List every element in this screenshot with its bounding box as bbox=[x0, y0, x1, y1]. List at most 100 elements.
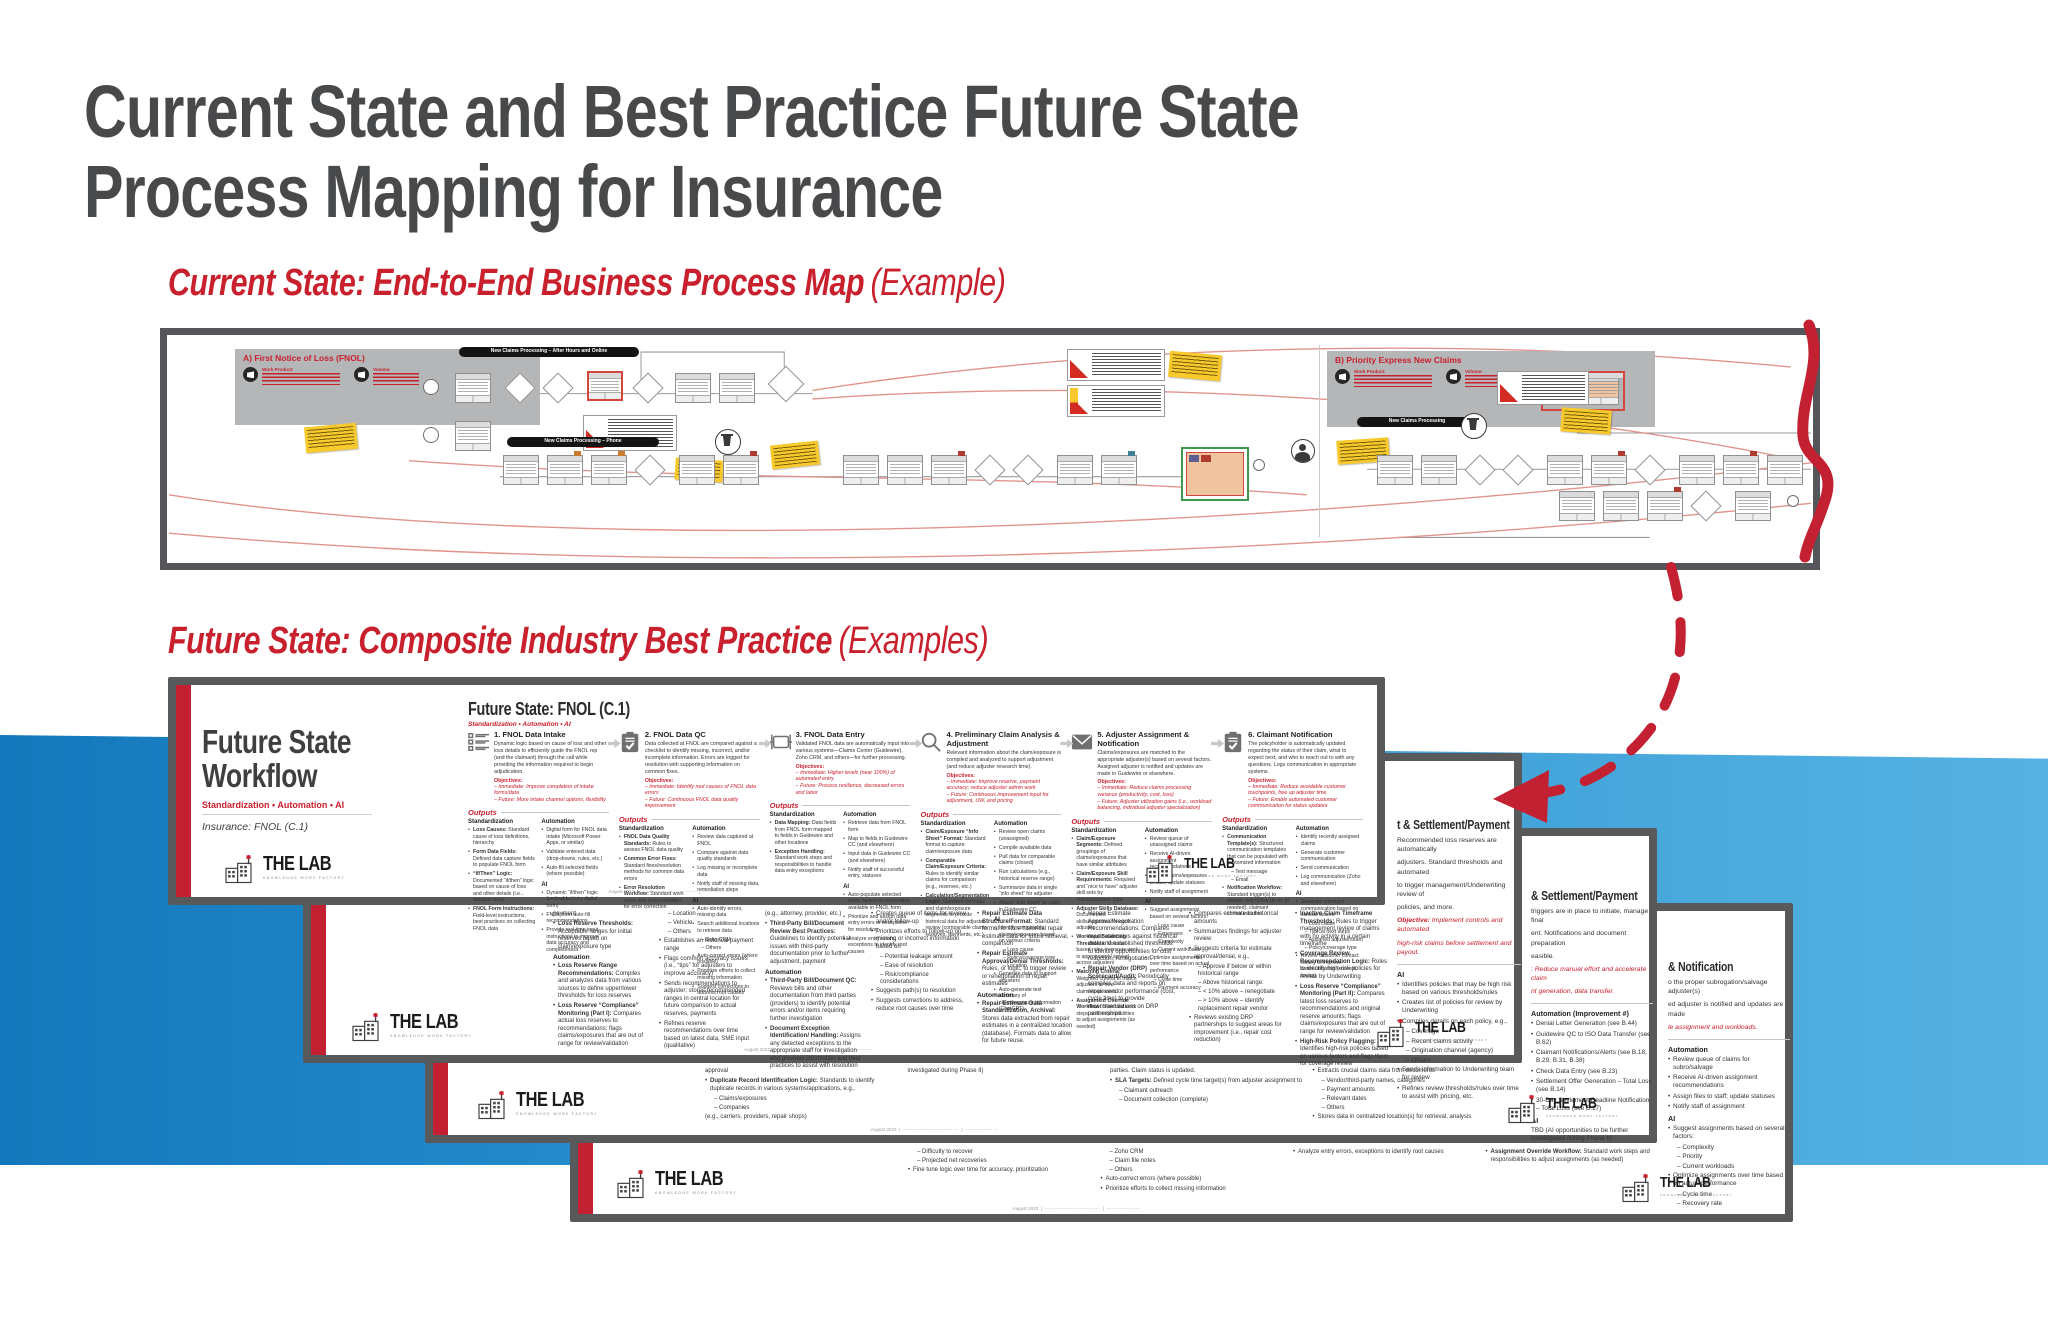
dash-item: – Potential leakage amount bbox=[880, 953, 953, 960]
flow-task-box bbox=[1101, 451, 1137, 485]
flow-task-box bbox=[1377, 455, 1413, 485]
flow-task-box bbox=[719, 373, 755, 403]
bullet-item: Review queue of claims for subro/salvage bbox=[1668, 1056, 1790, 1072]
bullet-item: Generate standard communication based on… bbox=[1296, 899, 1363, 919]
mail-icon bbox=[354, 367, 369, 383]
dash-item: – Policy/coverage type bbox=[1002, 955, 1056, 961]
bullet-item: Loss Reserve “Compliance” Monitoring (Pa… bbox=[1295, 984, 1391, 1037]
automation-ai-column: AutomationReview queue of unassigned cla… bbox=[1145, 828, 1212, 1033]
automation-ai-column: AutomationReview data captured at FNOLCo… bbox=[692, 826, 759, 999]
text-fragment: parties. Claim status is updated. bbox=[1110, 1068, 1196, 1074]
dash-item: – Current workloads bbox=[1677, 1162, 1735, 1170]
page-title-line1: Current State and Best Practice Future S… bbox=[84, 70, 1300, 153]
sticky-note bbox=[769, 440, 821, 470]
current-state-heading: Current State: End-to-End Business Proce… bbox=[168, 262, 1215, 305]
future-state-sheet-1: Future State Workflow Standardization • … bbox=[168, 677, 1385, 1030]
lab-building-icon bbox=[1146, 855, 1173, 884]
dash-item: – Vendor/third-party names, categories bbox=[1321, 1078, 1425, 1084]
bullet-item: Reviews existing DRP partnerships to sug… bbox=[1189, 1015, 1285, 1045]
right-block-title: t & Settlement/Payment bbox=[1397, 817, 1510, 832]
clipboard-check-icon bbox=[1222, 731, 1244, 810]
dash-item: – Vehicle bbox=[668, 920, 693, 926]
dash-item: – Others bbox=[1109, 1167, 1133, 1173]
dash-item: – Payment accuracy bbox=[1153, 984, 1201, 991]
lab-building-icon bbox=[617, 1170, 644, 1199]
dash-item: – Payment amounts bbox=[1321, 1087, 1375, 1093]
right-block-title: & Notification bbox=[1668, 959, 1734, 974]
step-title: 3. FNOL Data Entry bbox=[795, 730, 865, 739]
workflow-panel-title: Future State Workflow bbox=[202, 723, 352, 795]
lab-logo-tagline: KNOWLEDGE WORK FACTORY bbox=[516, 1112, 598, 1116]
objective-line: – Future: More intake channel options, f… bbox=[494, 796, 606, 803]
phone-icon bbox=[243, 367, 258, 383]
step-arrow-icon bbox=[909, 739, 923, 748]
flow-task-box bbox=[723, 451, 759, 485]
dash-item: – Email bbox=[1231, 877, 1249, 884]
section-header: Automation bbox=[1668, 1044, 1708, 1054]
lab-logo-name: THE LAB bbox=[1183, 855, 1235, 872]
section-header: Automation (Improvement #) bbox=[1531, 1009, 1629, 1019]
bullet-item: Suggest assignments based on several fac… bbox=[1668, 1125, 1790, 1141]
page-title: Current State and Best Practice Future S… bbox=[84, 72, 1603, 232]
bullet-column: parties. Claim status is updated.SLA Tar… bbox=[1110, 1068, 1303, 1124]
lab-logo-tagline: KNOWLEDGE WORK FACTORY bbox=[1414, 1038, 1488, 1042]
bullet-item: Claimant Notifications/Alerts (see B.18,… bbox=[1531, 1049, 1653, 1065]
bullet-item: High-Risk Policy Flagging: Identifies hi… bbox=[1295, 1039, 1391, 1069]
flow-task-box bbox=[1421, 455, 1457, 485]
bullet-item: Adjuster Skills Database: Documented ski… bbox=[1071, 906, 1138, 932]
bullet-item: Prioritize and assign data entry errors … bbox=[843, 914, 910, 934]
current-state-heading-light: (Example) bbox=[870, 262, 1006, 304]
dash-item: – Typical next steps bbox=[1304, 929, 1351, 936]
bullet-item: Refines reserve recommendations over tim… bbox=[659, 1021, 755, 1051]
lab-logo-tagline: KNOWLEDGE WORK FACTORY bbox=[1183, 874, 1257, 878]
objective-line: – Future: Enable automated customer comm… bbox=[1248, 796, 1338, 810]
dash-item: – Loss cause bbox=[1304, 921, 1336, 928]
dash-item: – Text message bbox=[1231, 869, 1268, 876]
bullet-item: Fine tune logic over time for accuracy, … bbox=[908, 1167, 1091, 1175]
bullet-item: Workload Balancing Thresholds: Volume-ba… bbox=[1071, 934, 1138, 967]
the-lab-logo: THE LAB KNOWLEDGE WORK FACTORY bbox=[1376, 1019, 1488, 1049]
objective-line: – Immediate: Improve completion of intak… bbox=[494, 783, 594, 797]
bullet-item: Assign files to staff; update statuses bbox=[1668, 1093, 1790, 1101]
sheet-red-strip bbox=[176, 685, 191, 897]
dash-item: – Cycle time bbox=[1153, 976, 1183, 983]
the-lab-logo: THE LAB KNOWLEDGE WORK FACTORY bbox=[1145, 855, 1257, 885]
lane-a-volume: Volume: bbox=[354, 367, 419, 385]
dash-item: – Others bbox=[701, 944, 722, 951]
objective-line: – Future: Continuous FNOL data quality i… bbox=[644, 796, 739, 810]
step-title: 6. Claimant Notification bbox=[1248, 730, 1333, 739]
text-fragment: TBD (AI opportunities to be further inve… bbox=[1531, 1126, 1629, 1142]
bullet-item: Notify staff of successful entry, status… bbox=[843, 867, 910, 880]
bullet-item: Identifies policies that may be high ris… bbox=[1397, 981, 1521, 997]
standardization-column: StandardizationClaim/Exposure “Info Shee… bbox=[920, 821, 989, 1015]
bullet-item: Notification Workflow: Standard trigger(… bbox=[1222, 885, 1289, 918]
bullet-column: investigated during Phase II) bbox=[908, 1068, 1101, 1124]
dash-item: – < 10% above – renegotiate bbox=[1198, 989, 1275, 995]
sheet1-header: Future State: FNOL (C.1) Standardization… bbox=[468, 699, 670, 728]
step-title: 5. Adjuster Assignment & Notification bbox=[1097, 730, 1190, 748]
lane-divider bbox=[1319, 345, 1320, 537]
bullet-item: Validate entered data (drop-downs, rules… bbox=[541, 849, 608, 862]
right-block-objective-line: nt generation, data transfer. bbox=[1531, 988, 1615, 996]
current-state-heading-strong: Current State: End-to-End Business Proce… bbox=[168, 262, 865, 304]
sheet4-bullet-band: – Difficulty to recover– Projected net r… bbox=[908, 1149, 1668, 1196]
bullet-item: Prioritize efforts to collect missing in… bbox=[1101, 1186, 1284, 1194]
flow-event-circle bbox=[1253, 459, 1265, 471]
objective-line: – Future: Process resilience, decreased … bbox=[795, 783, 905, 796]
right-block-paragraph-line: easible. bbox=[1531, 952, 1555, 960]
automation-ai-column: AutomationRetrieve data from FNOL formMa… bbox=[843, 812, 910, 958]
standardization-column: StandardizationLoss Causes: Standard cau… bbox=[468, 819, 535, 956]
flow-task-box bbox=[1547, 455, 1583, 485]
future-state-heading-strong: Future State: Composite Industry Best Pr… bbox=[168, 620, 833, 662]
dash-item: – Risk/compliance considerations bbox=[880, 971, 929, 986]
bullet-item: Log communication (Zoho and elsewhere) bbox=[1296, 874, 1363, 887]
outputs-header: Outputs bbox=[1071, 817, 1213, 826]
bullet-item: Claim/Exposure “Info Sheet” Format: Stan… bbox=[920, 829, 987, 855]
section-header: Automation bbox=[553, 954, 590, 961]
step-description: Relevant information about the claim/exp… bbox=[946, 749, 1062, 770]
dash-item: – Claims/exposures bbox=[714, 1095, 767, 1102]
objectives-label: Objectives: bbox=[1097, 779, 1126, 786]
automation-ai-column: AutomationIdentify recently assigned cla… bbox=[1296, 826, 1363, 982]
right-block-paragraph-line: adjusters. Standard thresholds and autom… bbox=[1397, 859, 1503, 876]
